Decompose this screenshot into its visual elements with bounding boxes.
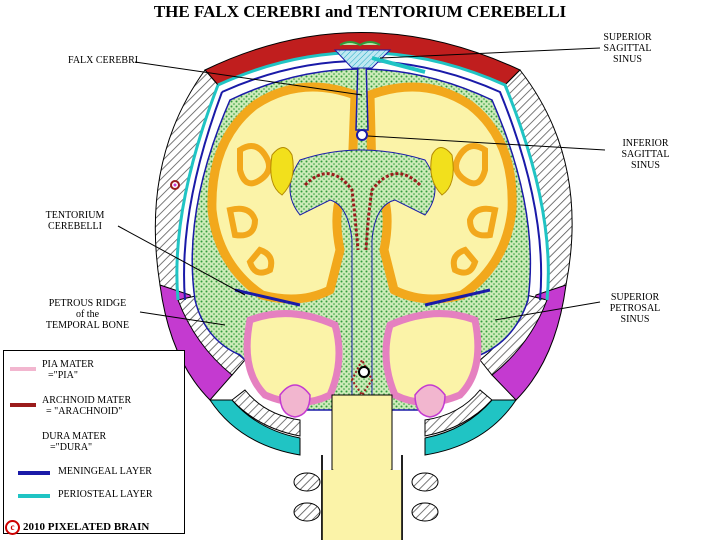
brainstem xyxy=(331,394,393,475)
label-superior-petrosal-sinus: SUPERIOR PETROSAL SINUS xyxy=(609,292,661,325)
vertebral-artery-left-1 xyxy=(293,472,321,492)
label-inferior-sagittal-sinus: INFERIOR SAGITTAL SINUS xyxy=(621,138,670,171)
label-falx-cerebri: FALX CEREBRI xyxy=(68,55,139,66)
legend-swatch-periosteal xyxy=(18,494,50,498)
leader-lines xyxy=(117,47,606,326)
left-ventricle xyxy=(270,147,294,196)
vertebral-artery-left-2 xyxy=(293,502,321,522)
label-petrous-ridge: PETROUS RIDGE of the TEMPORAL BONE xyxy=(45,298,130,331)
legend-swatch-pia xyxy=(10,367,36,371)
inferior-sagittal-sinus xyxy=(356,129,368,141)
central-core xyxy=(289,149,436,421)
legend-swatch-meningeal xyxy=(18,471,50,475)
vertebral-artery-right-1 xyxy=(411,472,439,492)
cerebellum-left xyxy=(243,310,343,406)
copyright-text: 2010 PIXELATED BRAIN xyxy=(23,521,150,534)
legend: PIA MATER ="PIA" ARCHNOID MATER = "ARACH… xyxy=(3,350,185,534)
cerebellum-right xyxy=(382,310,482,406)
right-ventricle xyxy=(430,147,454,196)
label-tentorium-cerebelli: TENTORIUM CEREBELLI xyxy=(45,210,105,232)
legend-item-meningeal: MENINGEAL LAYER xyxy=(58,466,152,477)
legend-item-periosteal: PERIOSTEAL LAYER xyxy=(58,489,153,500)
periosteal-lower-left xyxy=(209,399,301,456)
legend-item-dura: DURA MATER ="DURA" xyxy=(42,431,107,453)
legend-swatch-arachnoid xyxy=(10,403,36,407)
copyright-icon: c xyxy=(5,520,20,535)
diagram-title: THE FALX CEREBRI and TENTORIUM CEREBELLI xyxy=(153,2,567,21)
vertebral-artery-right-2 xyxy=(411,502,439,522)
tentorium-left xyxy=(234,288,301,307)
superior-sagittal-sinus xyxy=(333,49,392,69)
label-superior-sagittal-sinus: SUPERIOR SAGITTAL SINUS xyxy=(603,32,652,65)
periosteal-lower-right xyxy=(424,399,517,456)
tentorium-right xyxy=(424,288,491,307)
legend-item-arachnoid: ARCHNOID MATER = "ARACHNOID" xyxy=(42,395,132,417)
legend-item-pia: PIA MATER ="PIA" xyxy=(42,359,94,381)
